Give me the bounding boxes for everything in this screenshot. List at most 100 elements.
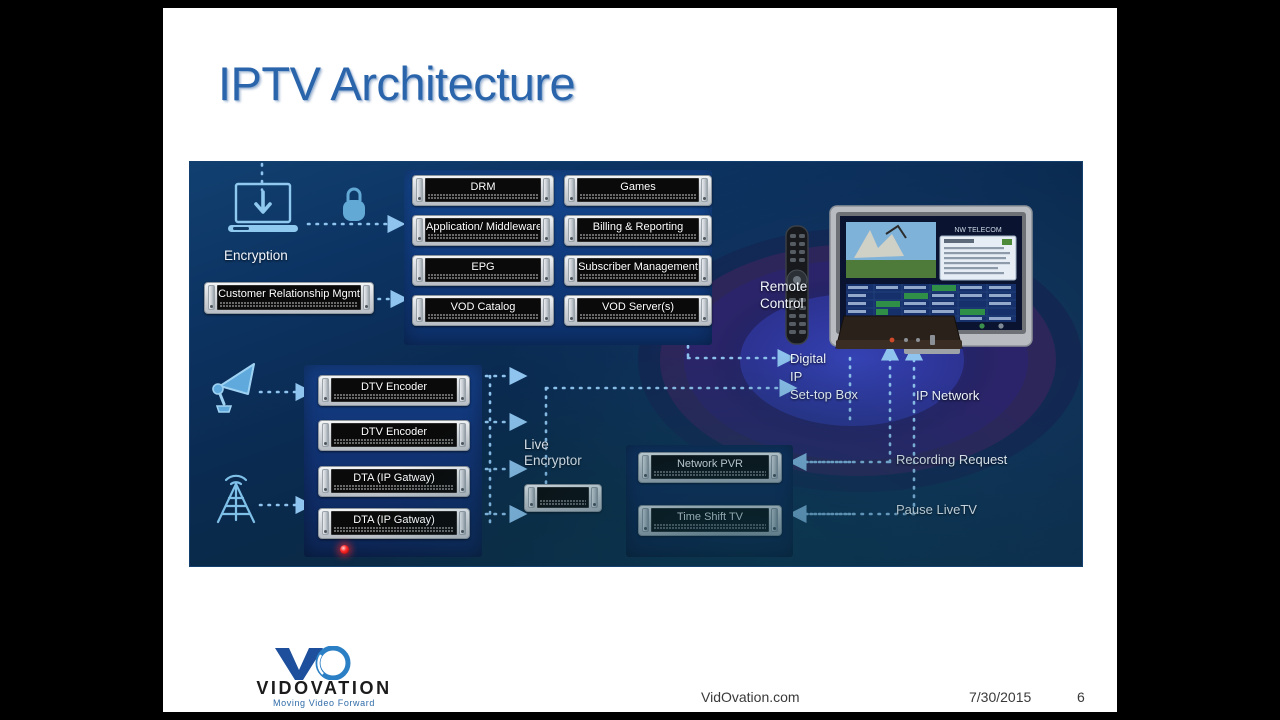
server-label: Network PVR: [676, 458, 744, 470]
server-games[interactable]: Games: [564, 175, 712, 206]
server-label: Subscriber Management: [578, 261, 698, 273]
set-top-box-label: Digital IP Set-top Box: [790, 351, 858, 402]
server-dta-ip-gateway-1[interactable]: DTA (IP Gatway): [318, 466, 470, 497]
server-label: DRM: [470, 181, 496, 193]
footer-date: 7/30/2015: [969, 689, 1032, 705]
server-rail-right: [701, 298, 708, 322]
server-label: Time Shift TV: [676, 511, 744, 523]
server-rail-right: [543, 298, 550, 322]
connector-lines: [258, 162, 924, 526]
server-face: DTV Encoder: [331, 378, 457, 402]
server-vent: [540, 500, 586, 506]
set-top-box-icon: [835, 315, 963, 349]
footer-site: VidOvation.com: [701, 689, 800, 705]
server-label: Application/ Middleware: [426, 221, 541, 233]
server-rail-right: [701, 218, 708, 242]
server-rail-left: [416, 218, 423, 242]
server-label: Games: [620, 181, 656, 193]
server-face: Time Shift TV: [651, 508, 769, 532]
status-led-indicator: [340, 545, 349, 554]
server-vent: [428, 314, 538, 320]
server-dtv-encoder-1[interactable]: DTV Encoder: [318, 375, 470, 406]
server-vent: [428, 274, 538, 280]
server-epg[interactable]: EPG: [412, 255, 554, 286]
server-rail-left: [642, 508, 649, 532]
logo-tagline: Moving Video Forward: [273, 698, 375, 708]
server-rail-right: [459, 378, 466, 402]
server-vent: [334, 394, 454, 400]
server-rail-right: [459, 511, 466, 535]
server-face: DTA (IP Gatway): [331, 511, 457, 535]
server-vent: [428, 194, 538, 200]
server-vent: [334, 485, 454, 491]
server-face: [537, 487, 589, 508]
server-rail-left: [568, 218, 575, 242]
server-live-encryptor[interactable]: [524, 484, 602, 512]
server-application-middleware[interactable]: Application/ Middleware: [412, 215, 554, 246]
server-vent: [654, 524, 766, 530]
server-rail-right: [771, 455, 778, 479]
server-face: DTA (IP Gatway): [331, 469, 457, 493]
vidovation-logo: VIDOVATION Moving Video Forward: [229, 645, 419, 708]
ip-network-label: IP Network: [916, 388, 980, 403]
server-label: [538, 488, 588, 491]
remote-control-label: Remote Control: [760, 279, 808, 311]
server-time-shift-tv[interactable]: Time Shift TV: [638, 505, 782, 536]
vidovation-mark-icon: [275, 645, 351, 681]
server-rail-right: [543, 258, 550, 282]
server-rail-left: [416, 298, 423, 322]
iptv-architecture-diagram: Encryption Customer Relationship Mgmt: [189, 161, 1083, 567]
server-customer-relationship-mgmt[interactable]: Customer Relationship Mgmt: [204, 282, 374, 314]
server-network-pvr[interactable]: Network PVR: [638, 452, 782, 483]
server-label: Billing & Reporting: [592, 221, 684, 233]
svg-text:NW TELECOM: NW TELECOM: [954, 227, 1001, 234]
server-vent: [334, 527, 454, 533]
server-face: EPG: [425, 258, 541, 282]
server-rail-right: [543, 218, 550, 242]
server-vent: [580, 234, 696, 240]
server-drm[interactable]: DRM: [412, 175, 554, 206]
server-face: VOD Catalog: [425, 298, 541, 322]
server-vent: [580, 274, 696, 280]
server-face: VOD Server(s): [577, 298, 699, 322]
server-dtv-encoder-2[interactable]: DTV Encoder: [318, 420, 470, 451]
server-vent: [580, 194, 696, 200]
server-vod-catalog[interactable]: VOD Catalog: [412, 295, 554, 326]
server-face: Subscriber Management: [577, 258, 699, 282]
server-label: Customer Relationship Mgmt: [218, 288, 360, 300]
encryption-label: Encryption: [224, 248, 288, 263]
server-rail-left: [208, 285, 215, 310]
logo-wordmark: VIDOVATION: [256, 678, 392, 698]
server-rail-left: [322, 511, 329, 535]
server-face: Games: [577, 178, 699, 202]
server-rail-right: [459, 469, 466, 493]
server-vent: [654, 471, 766, 477]
server-rail-left: [322, 378, 329, 402]
server-label: VOD Server(s): [601, 301, 675, 313]
server-vent: [220, 302, 358, 308]
server-vod-servers[interactable]: VOD Server(s): [564, 295, 712, 326]
server-rail-right: [363, 285, 370, 310]
server-label: DTV Encoder: [360, 381, 428, 393]
live-encryptor-label: Live Encryptor: [524, 437, 582, 468]
footer-page-number: 6: [1077, 689, 1085, 705]
server-vent: [428, 234, 538, 240]
server-rail-right: [701, 258, 708, 282]
server-label: EPG: [471, 261, 495, 273]
server-face: DRM: [425, 178, 541, 202]
server-subscriber-management[interactable]: Subscriber Management: [564, 255, 712, 286]
server-rail-right: [591, 487, 598, 508]
recording-request-label: Recording Request: [896, 452, 1008, 467]
server-billing-reporting[interactable]: Billing & Reporting: [564, 215, 712, 246]
server-label: DTA (IP Gatway): [353, 514, 435, 526]
server-rail-left: [528, 487, 535, 508]
server-label: DTV Encoder: [360, 426, 428, 438]
server-rail-left: [322, 423, 329, 447]
slide-canvas: IPTV Architecture: [163, 8, 1117, 712]
server-dta-ip-gateway-2[interactable]: DTA (IP Gatway): [318, 508, 470, 539]
remote-control-icon: [785, 225, 809, 345]
padlock-icon: [343, 187, 365, 221]
server-rail-right: [771, 508, 778, 532]
server-vent: [580, 314, 696, 320]
